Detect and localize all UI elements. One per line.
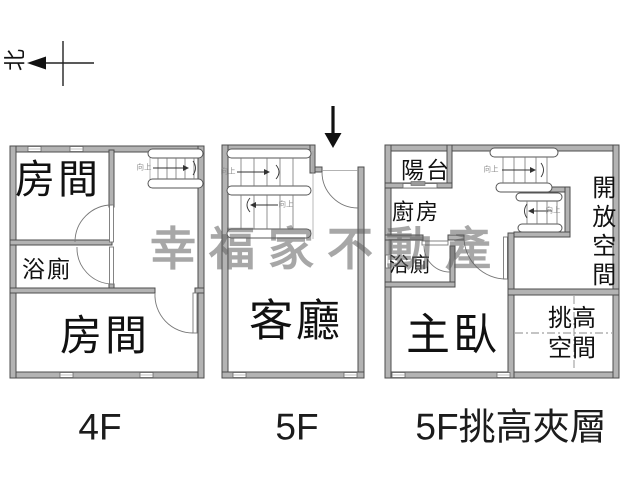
door-leaf [109, 246, 114, 285]
stair-up-label: 向上 [545, 205, 561, 215]
stair-up-label: 向上 [136, 162, 152, 172]
room-label-master-bedroom: 主臥 [406, 310, 500, 360]
door-arc [321, 171, 359, 209]
windows-4f [27, 146, 154, 378]
stair-up-label: 向上 [483, 164, 499, 174]
windows-5fm [385, 254, 511, 378]
door-arc [423, 245, 451, 273]
room-label-bedroom-top-4f: 房間 [15, 158, 101, 202]
room-label-kitchen: 廚房 [391, 199, 441, 225]
floorplan-5f-mezzanine [384, 144, 620, 379]
compass-north-label: 北 [2, 48, 28, 72]
stair-up-label: 向上 [220, 166, 236, 176]
staircase-5fm-lower [515, 192, 563, 233]
staircase-5fm-upper [489, 147, 559, 193]
door-leaf [109, 204, 114, 243]
room-label-open-space: 開放空間 [587, 175, 615, 291]
door-leaf [503, 236, 508, 280]
north-arrow-icon [27, 41, 94, 86]
watermark: 幸福家不動產 [150, 223, 504, 275]
room-label-bathroom-4f: 浴廁 [22, 255, 72, 282]
stair-up-label: 向上 [278, 199, 294, 209]
floorplan-5f [221, 106, 365, 379]
room-label-living-room-5f: 客廳 [249, 296, 343, 346]
void-centerlines [515, 296, 612, 371]
room-label-bedroom-bottom-4f: 房間 [59, 311, 151, 359]
floor-caption-4f: 4F [78, 406, 122, 448]
floorplan-4f [9, 145, 205, 379]
door-arc [154, 292, 194, 334]
floor-caption-5f: 5F [275, 406, 319, 448]
door-leaf [192, 292, 198, 334]
staircase-5f [226, 148, 312, 239]
floor-caption-5f-mezzanine: 5F挑高夾層 [415, 406, 607, 448]
room-label-balcony: 陽台 [401, 156, 451, 183]
room-label-bathroom-5fm: 浴廁 [389, 254, 431, 277]
door-arc [76, 246, 113, 285]
door-arc [463, 236, 507, 280]
windows-5f [232, 372, 358, 378]
entrance-arrow-icon [324, 106, 342, 148]
room-label-void-space: 挑高空間 [548, 305, 596, 362]
door-arc [74, 204, 113, 243]
door-leaf [421, 240, 449, 246]
staircase-4f [147, 148, 204, 189]
